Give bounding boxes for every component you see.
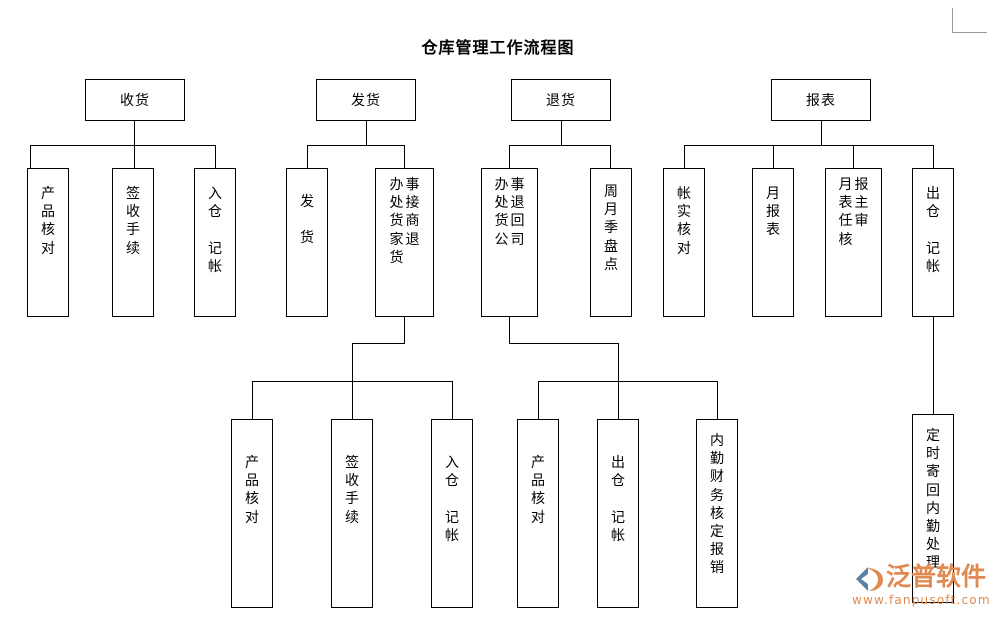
node-label: 出 仓 记 帐 bbox=[926, 186, 940, 275]
node-label: 出 仓 记 帐 bbox=[611, 455, 625, 544]
node-report-mail-back-office[interactable]: 定 时 寄 回 内 勤 处 理 bbox=[912, 414, 954, 603]
node-label: 产 品 核 对 bbox=[41, 186, 55, 257]
node-label: 月 报 表 bbox=[766, 186, 780, 239]
node-ship-return-product-check[interactable]: 产 品 核 对 bbox=[231, 419, 273, 608]
connector bbox=[30, 145, 216, 146]
node-label-col-right: 事 接 商 退 bbox=[405, 177, 420, 248]
connector bbox=[134, 121, 135, 145]
node-report-ledger-check[interactable]: 帐 实 核 对 bbox=[663, 168, 705, 317]
node-label-col-right: 事 退 回 司 bbox=[510, 177, 525, 248]
node-ship-deliver[interactable]: 发 货 bbox=[286, 168, 328, 317]
node-label: 内 勤 财 务 核 定 报 销 bbox=[710, 433, 724, 577]
node-label-columns: 事 退 回 司 办 处 货 公 bbox=[482, 176, 537, 249]
connector bbox=[252, 381, 253, 419]
node-label: 签 收 手 续 bbox=[345, 455, 359, 526]
connector bbox=[853, 145, 854, 168]
node-return-to-company[interactable]: 事 退 回 司 办 处 货 公 bbox=[481, 168, 538, 317]
node-label-col-right: 报 主 审 bbox=[854, 177, 869, 230]
node-label-col-left: 办 处 货 公 bbox=[494, 177, 509, 248]
node-label: 签 收 手 续 bbox=[126, 186, 140, 257]
node-ship-return-inbound-record[interactable]: 入 仓 记 帐 bbox=[431, 419, 473, 608]
node-label-col-left: 月 表 任 核 bbox=[838, 177, 853, 248]
node-receive-product-check[interactable]: 产 品 核 对 bbox=[27, 168, 69, 317]
connector bbox=[509, 145, 510, 168]
node-receive-signoff[interactable]: 签 收 手 续 bbox=[112, 168, 154, 317]
connector bbox=[30, 145, 31, 168]
node-label: 产 品 核 对 bbox=[245, 455, 259, 526]
node-return-outbound-record[interactable]: 出 仓 记 帐 bbox=[597, 419, 639, 608]
corner-mark-vertical bbox=[952, 8, 953, 33]
connector bbox=[509, 343, 619, 344]
connector bbox=[538, 381, 717, 382]
connector bbox=[618, 343, 619, 381]
node-report[interactable]: 报表 bbox=[771, 79, 871, 121]
connector bbox=[307, 145, 405, 146]
node-ship-merchant-return[interactable]: 事 接 商 退 办 处 货 家 货 bbox=[375, 168, 434, 317]
connector bbox=[610, 145, 611, 168]
node-label: 定 时 寄 回 内 勤 处 理 bbox=[926, 428, 940, 572]
connector bbox=[452, 381, 453, 419]
node-report-director-review[interactable]: 报 主 审 月 表 任 核 bbox=[825, 168, 882, 317]
node-label: 报表 bbox=[806, 93, 836, 109]
connector bbox=[684, 145, 934, 146]
node-label: 发货 bbox=[351, 93, 381, 109]
connector bbox=[307, 145, 308, 168]
connector bbox=[404, 145, 405, 168]
node-return-stocktake[interactable]: 周 月 季 盘 点 bbox=[590, 168, 632, 317]
node-ship[interactable]: 发货 bbox=[316, 79, 416, 121]
connector bbox=[618, 381, 619, 419]
node-report-monthly[interactable]: 月 报 表 bbox=[752, 168, 794, 317]
connector bbox=[684, 145, 685, 168]
connector bbox=[134, 145, 135, 168]
connector bbox=[933, 145, 934, 168]
connector bbox=[717, 381, 718, 419]
connector bbox=[366, 121, 367, 145]
node-label: 发 货 bbox=[300, 194, 314, 247]
node-receive[interactable]: 收货 bbox=[85, 79, 185, 121]
node-label: 周 月 季 盘 点 bbox=[604, 184, 618, 273]
node-return-finance-reimburse[interactable]: 内 勤 财 务 核 定 报 销 bbox=[696, 419, 738, 608]
connector bbox=[509, 145, 611, 146]
node-report-outbound-record[interactable]: 出 仓 记 帐 bbox=[912, 168, 954, 317]
connector bbox=[509, 317, 510, 343]
connector bbox=[404, 317, 405, 343]
connector bbox=[215, 145, 216, 168]
node-receive-inbound-record[interactable]: 入 仓 记 帐 bbox=[194, 168, 236, 317]
corner-mark-horizontal bbox=[952, 32, 987, 33]
connector bbox=[352, 343, 405, 344]
node-label: 入 仓 记 帐 bbox=[445, 455, 459, 544]
node-label-col-left: 办 处 货 家 货 bbox=[389, 177, 404, 266]
connector bbox=[561, 121, 562, 145]
connector bbox=[352, 343, 353, 381]
connector bbox=[821, 121, 822, 145]
fanpusoft-logo-icon bbox=[856, 567, 883, 591]
node-label: 入 仓 记 帐 bbox=[208, 186, 222, 275]
page-title: 仓库管理工作流程图 bbox=[421, 38, 575, 57]
node-return[interactable]: 退货 bbox=[511, 79, 611, 121]
connector bbox=[773, 145, 774, 168]
node-label-columns: 事 接 商 退 办 处 货 家 货 bbox=[376, 176, 433, 267]
connector bbox=[352, 381, 353, 419]
connector bbox=[538, 381, 539, 419]
node-label: 收货 bbox=[120, 93, 150, 109]
connector bbox=[933, 317, 934, 414]
node-label-columns: 报 主 审 月 表 任 核 bbox=[826, 176, 881, 249]
node-label: 帐 实 核 对 bbox=[677, 186, 691, 257]
node-ship-return-signoff[interactable]: 签 收 手 续 bbox=[331, 419, 373, 608]
node-return-product-check[interactable]: 产 品 核 对 bbox=[517, 419, 559, 608]
node-label: 退货 bbox=[546, 93, 576, 109]
node-label: 产 品 核 对 bbox=[531, 455, 545, 526]
